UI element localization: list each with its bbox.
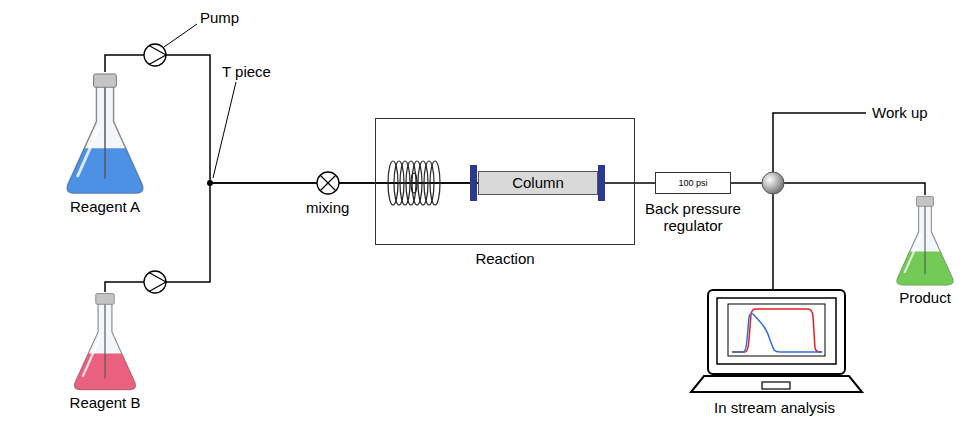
flask-illustration — [67, 74, 143, 193]
flask-frame — [62, 72, 148, 196]
flow-line — [598, 182, 655, 184]
pump-symbol — [149, 282, 166, 292]
coil-winding — [412, 161, 422, 205]
pump-symbol — [144, 271, 166, 293]
flask-stopper — [917, 196, 934, 206]
mixing-symbol — [317, 172, 339, 194]
flask-illustration — [74, 294, 135, 390]
pump-symbol — [149, 273, 166, 283]
leader-line — [164, 24, 197, 47]
flask-frame — [893, 195, 957, 287]
column-end-cap — [598, 165, 605, 201]
reagent-flask: Reagent A — [62, 72, 148, 215]
flask-highlight — [77, 125, 100, 177]
reaction-box: Reaction Column — [375, 118, 635, 267]
flask-illustration — [897, 196, 953, 284]
pump-symbol — [144, 44, 166, 66]
coil-core — [411, 173, 417, 193]
reactor-coil — [388, 161, 440, 205]
reaction-label: Reaction — [375, 250, 635, 267]
laptop-illustration — [717, 298, 836, 364]
flask-label: Reagent A — [42, 198, 168, 215]
pump-label: Pump — [200, 9, 239, 26]
pump-symbol — [149, 46, 166, 56]
flow-line — [105, 55, 478, 183]
column-label: Column — [512, 174, 564, 191]
coil-winding — [406, 161, 416, 205]
coil-winding — [400, 161, 410, 205]
laptop-illustration — [728, 304, 825, 356]
pump-symbol — [144, 271, 166, 293]
work-up-label: Work up — [872, 104, 928, 121]
flask-highlight — [904, 235, 921, 273]
reagent-flask: Reagent B — [62, 292, 148, 411]
laptop-illustration — [732, 313, 822, 352]
laptop-illustration — [691, 376, 862, 392]
flask-label: Reagent B — [42, 394, 168, 411]
mixing-symbol — [321, 176, 336, 191]
column-end-cap — [470, 165, 477, 201]
coil-winding — [388, 161, 398, 205]
pump-symbol — [149, 55, 166, 65]
coil-winding — [418, 161, 428, 205]
laptop-illustration — [762, 382, 790, 389]
mixing-label: mixing — [306, 199, 349, 216]
work-up-line — [772, 112, 866, 114]
laptop-illustration — [708, 290, 845, 374]
laptop-illustration — [691, 290, 862, 392]
regulator-label: Back pressure regulator — [618, 200, 768, 235]
flask-tube — [104, 76, 105, 179]
flask-tube — [104, 295, 105, 378]
column-box: Column — [478, 171, 598, 195]
flow-line — [731, 183, 925, 195]
back-pressure-regulator: 100 psiBack pressure regulator — [618, 172, 768, 235]
analysis-line — [772, 183, 774, 290]
flask-frame — [62, 292, 148, 392]
flow-line — [105, 183, 478, 292]
flask-highlight — [83, 335, 101, 377]
flask-label: Product — [873, 289, 974, 306]
flask-stopper — [94, 74, 117, 87]
flask-stopper — [96, 294, 114, 305]
coil-winding — [424, 161, 434, 205]
leader-line — [213, 82, 236, 178]
mixing-symbol — [321, 176, 336, 191]
t-junction-dot — [207, 180, 213, 186]
valve-symbol — [762, 172, 784, 194]
t-piece-label: T piece — [222, 63, 271, 80]
coil-winding — [430, 161, 440, 205]
laptop-illustration — [732, 309, 822, 352]
regulator-box: 100 psi — [655, 172, 731, 194]
pump-symbol — [144, 44, 166, 66]
pressure-value: 100 psi — [678, 178, 707, 188]
product-flask: Product — [893, 195, 957, 306]
analysis-label: In stream analysis — [714, 399, 835, 416]
coil-winding — [394, 161, 404, 205]
mixing-symbol — [317, 172, 339, 194]
flask-tube — [924, 198, 925, 274]
